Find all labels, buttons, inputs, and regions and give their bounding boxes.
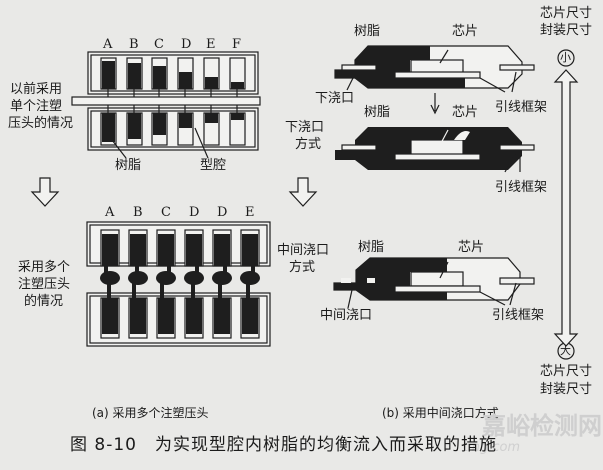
small-size-marker	[557, 49, 575, 67]
column-label: F	[232, 37, 242, 52]
chip-size-label: 芯片尺寸	[540, 6, 593, 21]
leadframe-label: 引线框架	[495, 100, 548, 115]
package-size-label: 封装尺寸	[540, 382, 593, 397]
leadframe-label: 引线框架	[495, 180, 548, 195]
bottom-gate-package-filled	[335, 127, 535, 173]
watermark: 嘉峪检测网	[482, 412, 602, 440]
watermark-url: ting.com	[463, 440, 521, 455]
leadframe-label: 引线框架	[492, 308, 545, 323]
column-label: D	[189, 205, 200, 220]
column-label: E	[245, 205, 255, 220]
resin-label: 树脂	[358, 240, 385, 255]
multi-plunger-label: 采用多个	[18, 260, 71, 275]
column-label: D	[217, 205, 228, 220]
column-label: D	[181, 37, 192, 52]
down-arrow-icon	[430, 93, 440, 115]
resin-label: 树脂	[115, 158, 142, 173]
resin-label: 树脂	[354, 24, 381, 39]
multi-plunger-label: 的情况	[24, 294, 64, 309]
bottom-gate-package-partial	[334, 45, 535, 93]
figure-title: 图 8-10 为实现型腔内树脂的均衡流入而采取的措施	[70, 435, 497, 455]
chip-label: 芯片	[458, 240, 485, 255]
single-plunger-mold	[71, 51, 261, 159]
method-label: 中间浇口	[277, 243, 330, 258]
multi-plunger-mold	[86, 221, 271, 347]
panel-b-caption: (b) 采用中间浇口方式	[382, 406, 499, 420]
chip-label: 芯片	[452, 105, 479, 120]
single-plunger-label: 单个注塑	[10, 99, 63, 114]
column-label: C	[154, 37, 164, 52]
column-label: B	[129, 37, 139, 52]
single-plunger-label: 以前采用	[10, 82, 63, 97]
method-label: 下浇口	[285, 120, 325, 135]
chip-size-label: 芯片尺寸	[540, 364, 593, 379]
resin-label: 树脂	[364, 105, 391, 120]
method-label: 方式	[295, 137, 322, 152]
single-plunger-label: 压头的情况	[8, 116, 74, 131]
column-label: A	[103, 37, 113, 52]
middle-gate-package	[333, 257, 535, 309]
cavity-label: 型腔	[200, 158, 227, 173]
method-label: 方式	[289, 260, 316, 275]
bottom-gate-label: 下浇口	[315, 91, 355, 106]
panel-a-caption: (a) 采用多个注塑压头	[92, 406, 209, 420]
large-marker-text: 大	[560, 344, 571, 357]
multi-plunger-label: 注塑压头	[18, 277, 71, 292]
column-label: B	[133, 205, 143, 220]
small-marker-text: 小	[560, 51, 571, 64]
column-label: C	[161, 205, 171, 220]
down-arrow-icon	[288, 177, 318, 207]
column-label: A	[105, 205, 115, 220]
chip-label: 芯片	[452, 24, 479, 39]
package-size-label: 封装尺寸	[540, 23, 593, 38]
size-scale-arrow	[553, 49, 579, 360]
down-arrow-icon	[30, 177, 60, 207]
column-label: E	[206, 37, 216, 52]
middle-gate-label: 中间浇口	[320, 308, 373, 323]
